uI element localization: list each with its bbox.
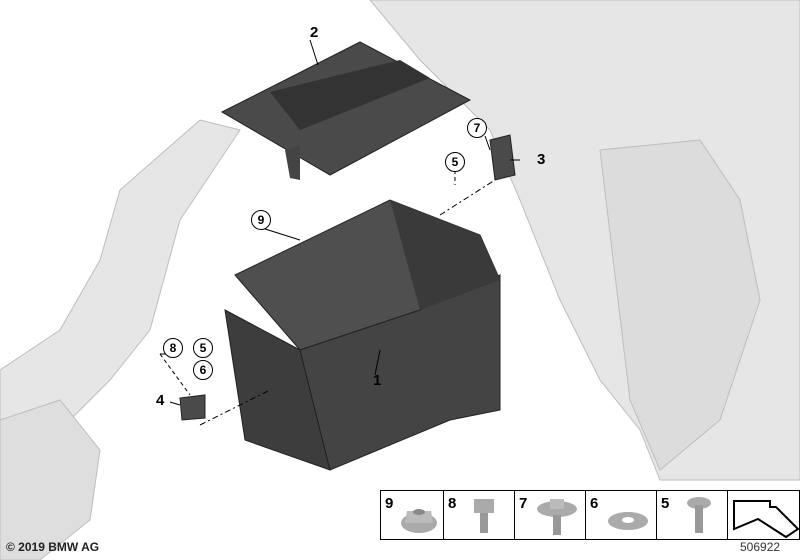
- callout-circle-5-upper: 5: [445, 152, 465, 172]
- legend-item-9: 9: [381, 491, 444, 539]
- legend-number: 6: [590, 495, 599, 512]
- part-2-cover: [220, 41, 472, 180]
- part-4-bracket: [179, 394, 206, 421]
- countersunk-screw-icon: [687, 497, 711, 533]
- diagram-number: 506922: [740, 540, 781, 554]
- legend-number: 8: [448, 495, 457, 512]
- legend-item-5: 5: [657, 491, 728, 539]
- legend-item-assembly-symbol: [728, 491, 800, 539]
- callout-circle-6: 6: [193, 360, 213, 380]
- washer-icon: [608, 512, 648, 530]
- leader-lines: [159, 39, 520, 426]
- callout-circle-5-lower: 5: [193, 338, 213, 358]
- legend-number: 5: [661, 495, 670, 512]
- legend-item-6: 6: [586, 491, 657, 539]
- callout-circle-9: 9: [251, 210, 271, 230]
- flange-nut-icon: [401, 509, 437, 533]
- assembly-arrow-icon: [733, 500, 800, 539]
- callout-part-2: 2: [310, 24, 319, 41]
- callout-circle-8: 8: [163, 338, 183, 358]
- callout-part-1: 1: [373, 372, 382, 389]
- legend-item-8: 8: [444, 491, 515, 539]
- copyright-text: © 2019 BMW AG: [6, 540, 100, 554]
- legend-item-7: 7: [515, 491, 586, 539]
- hex-bolt-washer-icon: [537, 499, 577, 535]
- fastener-legend: 9 8 7 6 5: [380, 490, 800, 540]
- part-1-battery-tray: [224, 199, 501, 471]
- part-3-bracket: [489, 134, 516, 181]
- callout-part-3: 3: [537, 151, 546, 168]
- callout-circle-7: 7: [467, 118, 487, 138]
- legend-number: 9: [385, 495, 394, 512]
- hex-bolt-icon: [474, 499, 494, 533]
- callout-part-4: 4: [156, 392, 165, 409]
- legend-number: 7: [519, 495, 528, 512]
